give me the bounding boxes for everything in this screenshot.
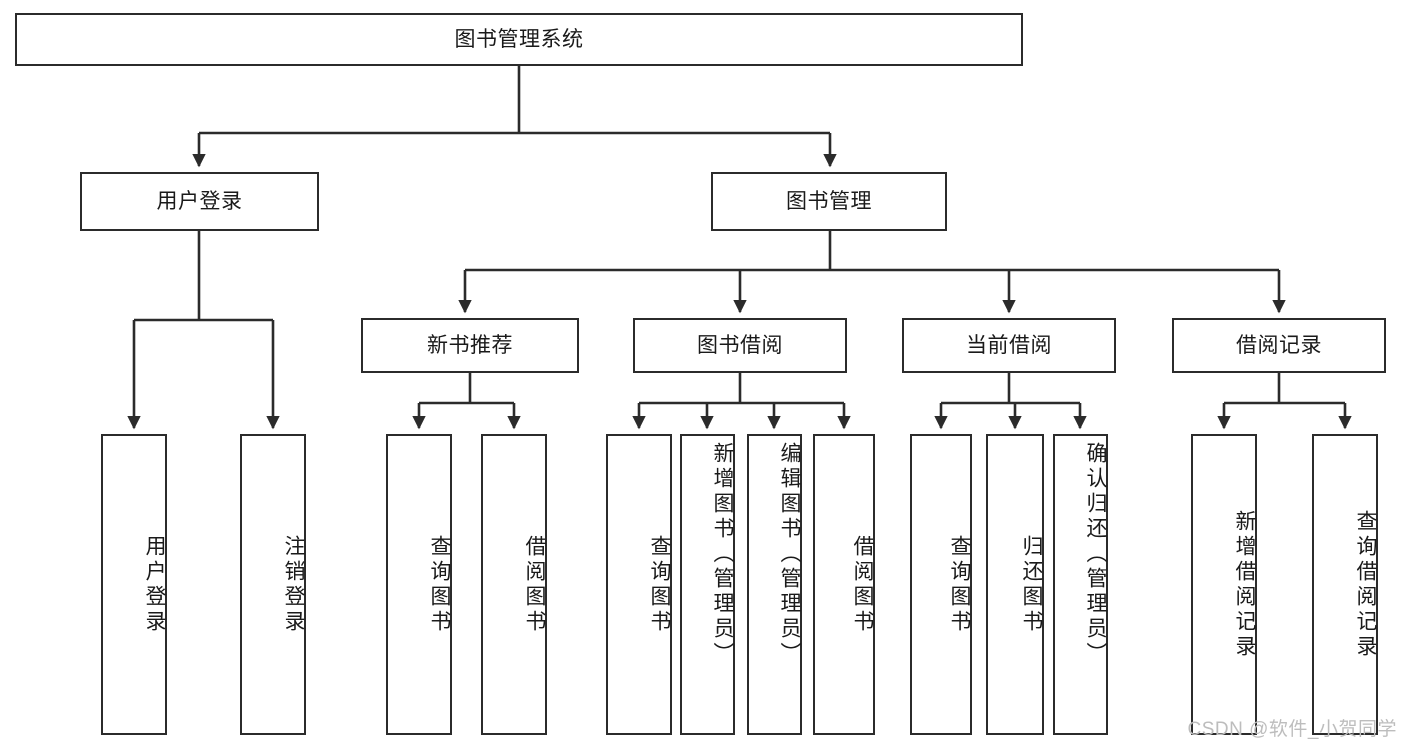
node-book-borrow[interactable]: 图书借阅 — [633, 318, 847, 373]
node-new-book-rec-label: 新书推荐 — [427, 333, 513, 357]
node-root[interactable]: 图书管理系统 — [15, 13, 1023, 66]
node-leaf-query-book-3-label: 查询图书 — [948, 534, 971, 635]
node-leaf-user-login-label: 用户登录 — [143, 534, 166, 635]
node-new-book-rec[interactable]: 新书推荐 — [361, 318, 579, 373]
node-leaf-return-book[interactable]: 归还图书 — [986, 434, 1044, 735]
node-leaf-logout[interactable]: 注销登录 — [240, 434, 306, 735]
node-leaf-query-record[interactable]: 查询借阅记录 — [1312, 434, 1378, 735]
node-leaf-return-book-label: 归还图书 — [1020, 534, 1043, 635]
node-leaf-user-login[interactable]: 用户登录 — [101, 434, 167, 735]
node-leaf-add-book-label: 新增图书（管理员） — [711, 442, 734, 667]
node-leaf-query-book-1-label: 查询图书 — [428, 534, 451, 635]
node-leaf-query-book-3[interactable]: 查询图书 — [910, 434, 972, 735]
node-leaf-query-book-2-label: 查询图书 — [648, 534, 671, 635]
node-leaf-logout-label: 注销登录 — [282, 534, 305, 635]
node-leaf-add-record-label: 新增借阅记录 — [1233, 509, 1256, 660]
node-leaf-borrow-book-1-label: 借阅图书 — [523, 534, 546, 635]
node-current-borrow-label: 当前借阅 — [966, 333, 1052, 357]
node-leaf-borrow-book-1[interactable]: 借阅图书 — [481, 434, 547, 735]
node-book-manage[interactable]: 图书管理 — [711, 172, 947, 231]
csdn-watermark: CSDN @软件_小贺同学 — [1187, 719, 1397, 740]
node-book-borrow-label: 图书借阅 — [697, 333, 783, 357]
node-root-label: 图书管理系统 — [454, 27, 584, 51]
node-current-borrow[interactable]: 当前借阅 — [902, 318, 1116, 373]
node-leaf-add-record[interactable]: 新增借阅记录 — [1191, 434, 1257, 735]
node-leaf-query-book-1[interactable]: 查询图书 — [386, 434, 452, 735]
node-borrow-record-label: 借阅记录 — [1236, 333, 1322, 357]
node-leaf-confirm-return[interactable]: 确认归还（管理员） — [1053, 434, 1108, 735]
node-leaf-borrow-book-2-label: 借阅图书 — [851, 534, 874, 635]
node-leaf-borrow-book-2[interactable]: 借阅图书 — [813, 434, 875, 735]
node-book-manage-label: 图书管理 — [786, 189, 872, 213]
node-leaf-confirm-return-label: 确认归还（管理员） — [1084, 442, 1107, 667]
node-leaf-edit-book-label: 编辑图书（管理员） — [778, 442, 801, 667]
node-borrow-record[interactable]: 借阅记录 — [1172, 318, 1386, 373]
node-leaf-query-book-2[interactable]: 查询图书 — [606, 434, 672, 735]
node-leaf-query-record-label: 查询借阅记录 — [1354, 509, 1377, 660]
node-user-login-label: 用户登录 — [156, 189, 243, 213]
node-user-login[interactable]: 用户登录 — [80, 172, 319, 231]
node-leaf-add-book[interactable]: 新增图书（管理员） — [680, 434, 735, 735]
node-leaf-edit-book[interactable]: 编辑图书（管理员） — [747, 434, 802, 735]
